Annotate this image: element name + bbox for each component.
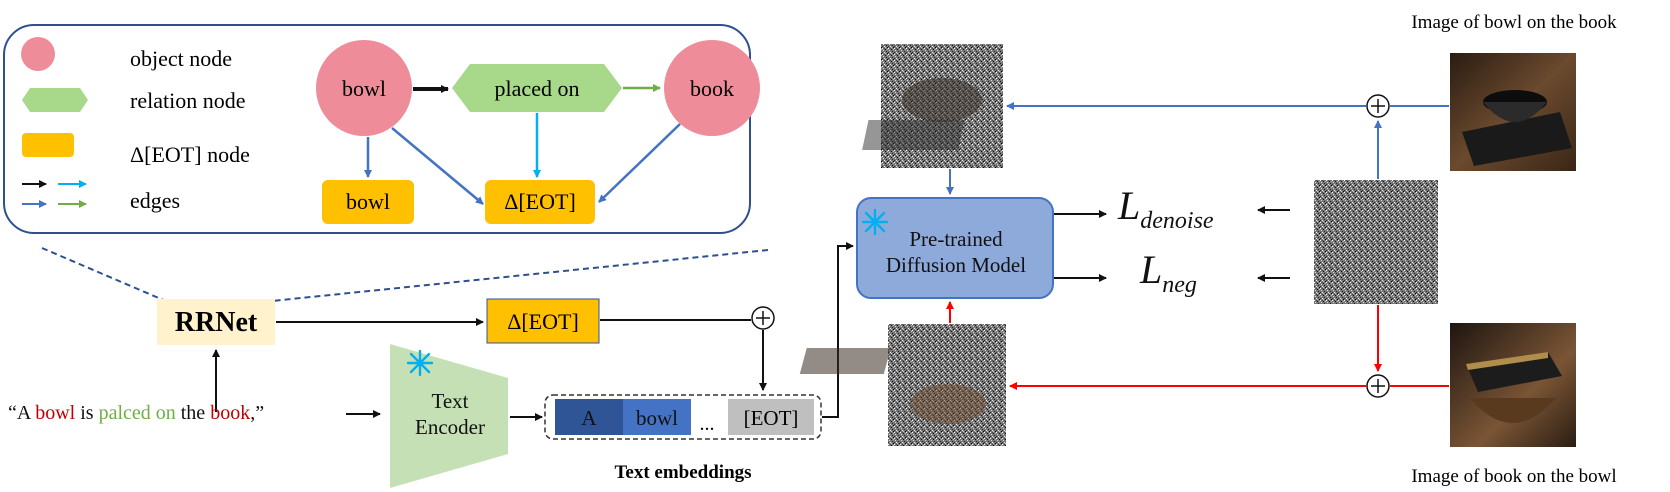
prompt-subject: bowl: [35, 402, 76, 424]
token-bowl-label: bowl: [636, 406, 678, 430]
graph-relation-label: placed on: [495, 76, 580, 101]
prompt-open: “A: [8, 402, 36, 424]
edge-object-to-eot: [598, 123, 681, 203]
zoom-line-left: [41, 247, 169, 303]
embeddings-label: Text embeddings: [614, 462, 751, 483]
graph-subject-label: bowl: [342, 76, 386, 101]
legend-edges-label: edges: [130, 188, 180, 213]
graph-relation-node: [452, 64, 622, 112]
graph-subject-eot-label: bowl: [346, 189, 390, 214]
diffusion-model-box: [856, 197, 1054, 299]
text-prompt: “A bowl is palced on the book,”: [8, 402, 264, 425]
text-encoder-shape: [390, 344, 508, 488]
graph-eot-label: Δ[EOT]: [504, 189, 576, 214]
graph-subject-node: [316, 40, 412, 136]
frozen-snowflake-icon-encoder: [406, 349, 434, 377]
noisy-image-positive-book: [862, 120, 965, 150]
eot-output-label: Δ[EOT]: [507, 309, 579, 334]
legend-relation-node-label: relation node: [130, 88, 245, 113]
negative-image-caption: Image of book on the bowl: [1411, 466, 1616, 487]
prompt-is: is: [75, 402, 99, 424]
prompt-close: ,”: [250, 402, 265, 424]
graph-object-label: book: [690, 76, 734, 101]
graph-eot-node: [485, 180, 595, 224]
legend-eot-node-swatch: [22, 133, 74, 157]
negative-image-book-edge: [1466, 352, 1548, 370]
loss-neg: Lneg: [1140, 246, 1197, 299]
loss-neg-sub: neg: [1162, 272, 1197, 298]
token-eot: [728, 399, 814, 435]
negative-image-bowl: [1470, 398, 1556, 423]
loss-denoise: Ldenoise: [1118, 182, 1214, 235]
eot-output-box: [486, 298, 600, 344]
graph-object-node: [664, 40, 760, 136]
noisy-image-negative-bowl: [910, 384, 986, 424]
edge-subject-to-relation-eot: [391, 127, 484, 205]
diffusion-model-label: Pre-trained Diffusion Model: [885, 227, 1027, 277]
legend-object-node-swatch: [21, 37, 55, 71]
frozen-snowflake-icon-diffusion: [861, 208, 889, 236]
noisy-image-negative-book: [799, 348, 891, 374]
legend-relation-node-swatch: [22, 88, 88, 112]
noisy-image-positive-shape: [902, 78, 982, 122]
graph-subject-eot-node: [322, 180, 414, 224]
positive-image-book: [1462, 112, 1572, 166]
loss-denoise-sub: denoise: [1140, 208, 1214, 234]
gaussian-noise: [1314, 180, 1438, 304]
zoom-line-right: [261, 249, 769, 303]
positive-image-caption: Image of bowl on the book: [1411, 12, 1617, 33]
token-ellipsis: ...: [700, 413, 715, 435]
prompt-the: the: [175, 402, 211, 424]
loss-denoise-main: L: [1118, 183, 1141, 228]
text-encoder-label: Text Encoder: [415, 389, 485, 439]
token-a: [555, 399, 623, 435]
legend-object-node-label: object node: [130, 46, 232, 71]
legend-eot-node-label: Δ[EOT] node: [130, 142, 250, 167]
token-bowl: [623, 399, 691, 435]
token-eot-label: [EOT]: [744, 406, 799, 430]
rrnet-label: RRNet: [175, 307, 258, 338]
arrow-embeddings-to-diffusion: [822, 242, 854, 418]
loss-neg-main: L: [1140, 247, 1163, 292]
prompt-object: book: [210, 402, 251, 424]
rrnet-box: [157, 299, 275, 345]
positive-image-bowl: [1483, 102, 1547, 122]
token-a-label: A: [581, 406, 597, 430]
prompt-relation: palced on: [98, 402, 176, 424]
